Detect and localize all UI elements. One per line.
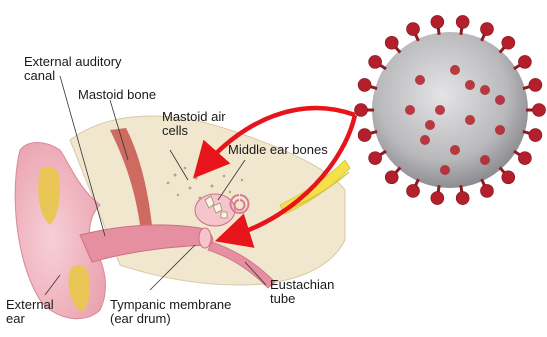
label-line: External auditory [24,55,122,69]
spike-head [369,152,382,165]
label-line: Mastoid bone [78,88,156,102]
spike-head [358,129,371,142]
spike-head [456,192,469,205]
label-line: cells [162,124,226,138]
spike-head [502,36,515,49]
label-line: External [6,298,54,312]
surface-spike [435,105,445,115]
label-middle-ear-bones: Middle ear bones [228,143,328,157]
spike-head [407,23,420,36]
spike-head [518,152,531,165]
label-external-auditory-canal: External auditory canal [24,55,122,83]
spike-head [358,78,371,91]
surface-spike [415,75,425,85]
spike-head [533,104,546,117]
spike-head [385,171,398,184]
surface-spike [420,135,430,145]
label-line: Eustachian [270,278,334,292]
surface-spike [440,165,450,175]
surface-spike [450,145,460,155]
spike-head [355,104,368,117]
label-tympanic-membrane: Tympanic membrane (ear drum) [110,298,231,326]
surface-spike [425,120,435,130]
spike-head [385,36,398,49]
surface-spike [480,155,490,165]
spike-head [502,171,515,184]
label-eustachian-tube: Eustachian tube [270,278,334,306]
surface-spike [495,125,505,135]
spike-head [431,192,444,205]
label-line: Middle ear bones [228,143,328,157]
label-line: Tympanic membrane [110,298,231,312]
label-line: ear [6,312,54,326]
spike-head [529,78,542,91]
spike-head [369,55,382,68]
label-line: tube [270,292,334,306]
surface-spike [495,95,505,105]
label-mastoid-air-cells: Mastoid air cells [162,110,226,138]
surface-spike [405,105,415,115]
label-line: Mastoid air [162,110,226,124]
spike-head [407,184,420,197]
spike-head [456,15,469,28]
spike-head [529,129,542,142]
label-mastoid-bone: Mastoid bone [78,88,156,102]
label-line: canal [24,69,122,83]
spike-head [480,23,493,36]
spike-head [480,184,493,197]
label-external-ear: External ear [6,298,54,326]
coronavirus [355,15,546,204]
tympanic-membrane [199,228,211,248]
surface-spike [465,80,475,90]
label-line: (ear drum) [110,312,231,326]
spike-head [431,15,444,28]
surface-spike [450,65,460,75]
surface-spike [465,115,475,125]
spike-head [518,55,531,68]
surface-spike [480,85,490,95]
